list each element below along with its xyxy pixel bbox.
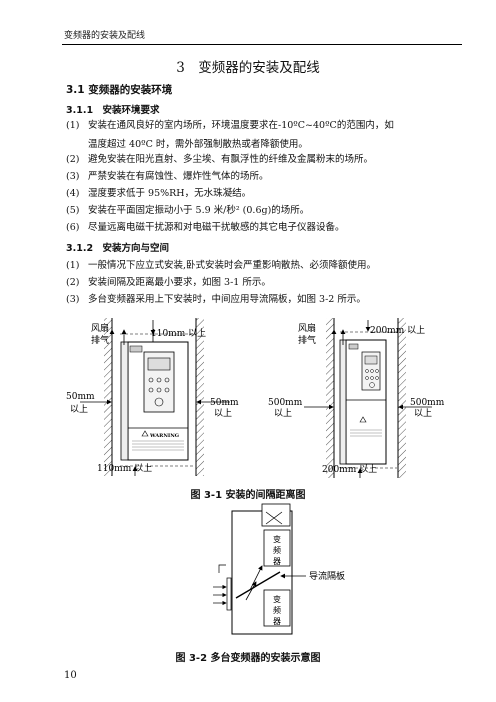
env-item-4: (4) 湿度要求低于 95%RH，无水珠凝结。 bbox=[66, 186, 466, 202]
item-text: 尽量远离电磁干扰源和对电磁干扰敏感的其它电子仪器设备。 bbox=[88, 222, 345, 233]
item-number: (2) bbox=[66, 154, 80, 165]
right-clearance-value-right: 500mm bbox=[410, 398, 445, 408]
airflow-baffle bbox=[235, 571, 281, 599]
item-number: (3) bbox=[66, 171, 80, 182]
item-text: 安装间隔及距离最小要求，如图 3-1 所示。 bbox=[88, 277, 271, 288]
right-clearance-unit: 以上 bbox=[214, 408, 232, 419]
fan-label-right: 风扇 bbox=[298, 322, 316, 334]
env-item-5: (5) 安装在平面固定振动小于 5.9 米/秒² (0.6g)的场所。 bbox=[66, 203, 466, 219]
orient-item-1: (1) 一般情况下应立式安装,卧式安装时会严重影响散热、必须降额使用。 bbox=[66, 258, 466, 274]
left-wall-hatch bbox=[104, 318, 112, 476]
item-number: (2) bbox=[66, 277, 80, 288]
item-number: (1) bbox=[66, 260, 80, 271]
orient-item-2: (2) 安装间隔及距离最小要求，如图 3-1 所示。 bbox=[66, 275, 466, 291]
warning-triangle-icon-right bbox=[359, 416, 367, 423]
left-clearance-unit-right: 以上 bbox=[274, 408, 292, 419]
exhaust-label-left: 排气 bbox=[91, 334, 109, 346]
right-wall-hatch-right bbox=[398, 318, 406, 478]
side-vent bbox=[226, 577, 232, 611]
figure-3-1-caption: 图 3-1 安装的间隔距离图 bbox=[190, 490, 306, 501]
upper-unit-char-2: 频 bbox=[273, 545, 281, 555]
upper-unit-char-1: 变 bbox=[273, 534, 281, 544]
subsection-heading-3-1-1: 3.1.1 安装环境要求 bbox=[66, 105, 160, 116]
bottom-clearance-label-left: 110mm 以上 bbox=[97, 463, 152, 474]
item-text: 安装在平面固定振动小于 5.9 米/秒² (0.6g)的场所。 bbox=[88, 205, 310, 216]
warning-label: WARNING bbox=[149, 433, 179, 439]
item-number: (3) bbox=[66, 294, 80, 305]
env-item-1: (1) 安装在通风良好的室内场所，环境温度要求在-10ºC~40ºC的范围内，如 bbox=[66, 118, 466, 134]
left-clearance-value: 50mm bbox=[66, 392, 95, 402]
upper-inverter bbox=[263, 529, 291, 567]
item-text: 湿度要求低于 95%RH，无水珠凝结。 bbox=[88, 188, 252, 199]
lower-unit-char-2: 频 bbox=[273, 605, 281, 615]
env-item-3: (3) 严禁安装在有腐蚀性、爆炸性气体的场所。 bbox=[66, 169, 466, 185]
item-number: (6) bbox=[66, 222, 80, 233]
brand-logo bbox=[129, 345, 143, 353]
top-clearance-label-right: 200mm 以上 bbox=[370, 325, 425, 336]
fan-icon bbox=[265, 511, 283, 525]
item-text: 安装在通风良好的室内场所，环境温度要求在-10ºC~40ºC的范围内，如 bbox=[88, 120, 394, 131]
lower-unit-char-1: 变 bbox=[273, 594, 281, 604]
right-clearance-value: 50mm bbox=[210, 398, 239, 408]
upper-unit-char-3: 器 bbox=[273, 557, 281, 566]
warning-triangle-icon bbox=[141, 430, 149, 437]
section-heading-3-1: 3.1 变频器的安装环境 bbox=[66, 84, 173, 96]
top-fan-housing bbox=[261, 503, 291, 527]
env-item-2: (2) 避免安装在阳光直射、多尘埃、有飘浮性的纤维及金属粉末的场所。 bbox=[66, 152, 466, 168]
right-wall-hatch bbox=[196, 318, 204, 476]
exhaust-label-right: 排气 bbox=[298, 334, 316, 346]
left-wall-hatch-right bbox=[326, 318, 334, 478]
left-clearance-unit: 以上 bbox=[70, 404, 88, 415]
right-clearance-unit-right: 以上 bbox=[414, 408, 432, 419]
fan-label-left: 风扇 bbox=[91, 322, 109, 334]
keypad-display bbox=[147, 357, 171, 371]
item-number: (4) bbox=[66, 188, 80, 199]
env-item-1-continuation: 温度超过 40ºC 时，需外部强制散热或者降额使用。 bbox=[88, 139, 308, 150]
item-number: (1) bbox=[66, 120, 80, 131]
baffle-label: 导流隔板 bbox=[309, 570, 345, 582]
page-number: 10 bbox=[64, 670, 77, 681]
item-text: 避免安装在阳光直射、多尘埃、有飘浮性的纤维及金属粉末的场所。 bbox=[88, 154, 374, 165]
item-text: 严禁安装在有腐蚀性、爆炸性气体的场所。 bbox=[88, 171, 269, 182]
lower-unit-char-3: 器 bbox=[273, 617, 281, 626]
subsection-heading-3-1-2: 3.1.2 安装方向与空间 bbox=[66, 243, 170, 254]
header-rule bbox=[62, 44, 462, 45]
item-text: 多台变频器采用上下安装时，中间应用导流隔板，如图 3-2 所示。 bbox=[88, 294, 366, 305]
chapter-title: 3 变频器的安装及配线 bbox=[176, 60, 320, 76]
left-clearance-value-right: 500mm bbox=[268, 398, 303, 408]
item-text: 一般情况下应立式安装,卧式安装时会严重影响散热、必须降额使用。 bbox=[88, 260, 377, 271]
top-clearance-label-left: 110mm 以上 bbox=[151, 328, 206, 339]
item-number: (5) bbox=[66, 205, 80, 216]
inverter-side-left bbox=[120, 341, 129, 461]
lower-inverter bbox=[263, 589, 291, 627]
bottom-clearance-label-right: 200mm 以上 bbox=[322, 464, 377, 475]
env-item-6: (6) 尽量远离电磁干扰源和对电磁干扰敏感的其它电子仪器设备。 bbox=[66, 220, 466, 236]
figure-3-2-caption: 图 3-2 多台变频器的安装示意图 bbox=[175, 653, 321, 664]
running-header: 变频器的安装及配线 bbox=[64, 31, 146, 41]
orient-item-3: (3) 多台变频器采用上下安装时，中间应用导流隔板，如图 3-2 所示。 bbox=[66, 292, 466, 308]
